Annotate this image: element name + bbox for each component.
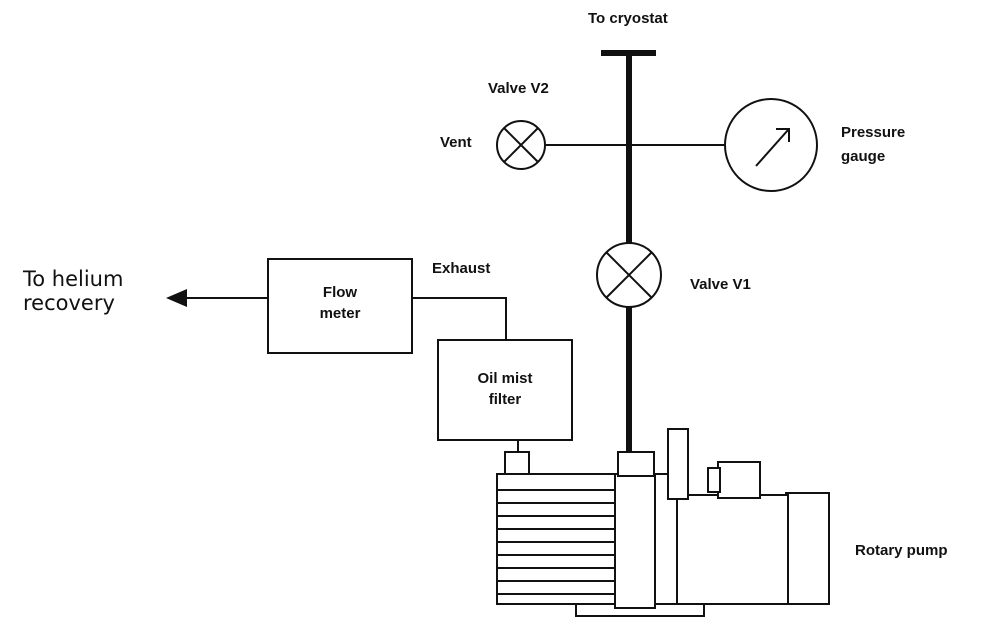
exhaust-label: Exhaust bbox=[432, 260, 491, 277]
pressure-gauge-label-line1: Pressure bbox=[841, 124, 906, 141]
oil-mist-filter-label-line1: Oil mist bbox=[477, 370, 533, 387]
oil-mist-filter-label-line2: filter bbox=[488, 391, 522, 408]
valve-v2-label: Valve V2 bbox=[488, 80, 549, 97]
helium-recovery-label-line1: To helium bbox=[23, 267, 124, 291]
pump-exhaust-port bbox=[504, 451, 530, 475]
helium-recovery-label-line2: recovery bbox=[23, 291, 115, 315]
pressure-gauge-symbol bbox=[724, 98, 818, 192]
valve-v1-label: Valve V1 bbox=[690, 276, 751, 293]
exhaust-line bbox=[412, 297, 507, 340]
rotary-pump-label: Rotary pump bbox=[855, 542, 948, 559]
oil-mist-filter-label: Oil mist filter bbox=[438, 368, 572, 410]
flow-meter-box bbox=[267, 258, 413, 354]
valve-v1-symbol bbox=[596, 242, 662, 308]
to-cryostat-label: To cryostat bbox=[588, 10, 668, 27]
oil-mist-filter-box bbox=[437, 339, 573, 441]
arrow-head-icon bbox=[166, 289, 187, 307]
flow-meter-label-line2: meter bbox=[319, 305, 361, 322]
pressure-gauge-label-line2: gauge bbox=[841, 148, 886, 165]
flow-meter-label-line1: Flow bbox=[322, 284, 358, 301]
valve-v2-symbol bbox=[496, 120, 546, 170]
flow-meter-label: Flow meter bbox=[268, 282, 412, 324]
vent-label: Vent bbox=[440, 134, 472, 151]
rotary-pump-drawing bbox=[496, 428, 830, 617]
